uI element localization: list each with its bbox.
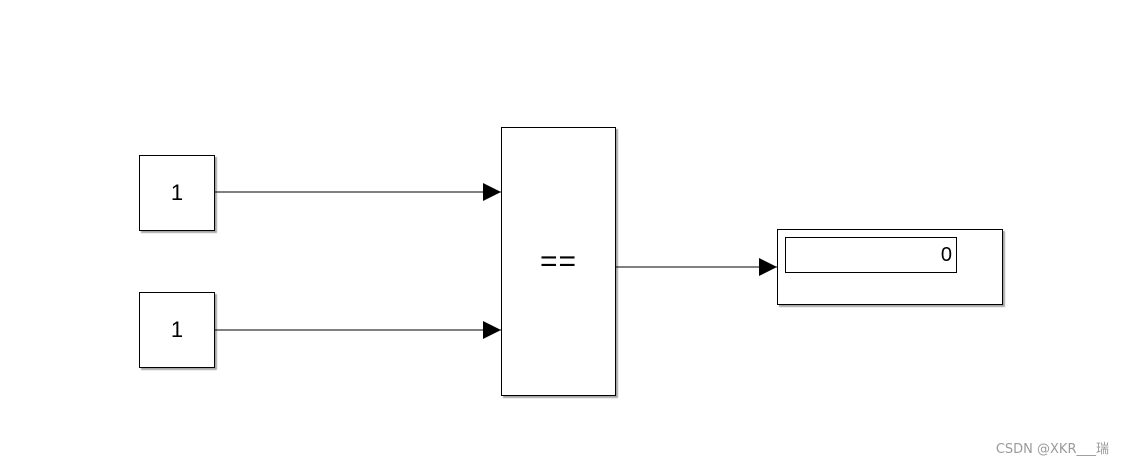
arrowhead-display-input — [759, 258, 777, 276]
arrowhead-bottom-input — [483, 321, 501, 339]
display-block[interactable]: 0 — [777, 229, 1003, 305]
constant-block-top-value: 1 — [170, 180, 184, 205]
watermark-text: CSDN @XKR___瑞 — [995, 442, 1109, 457]
constant-block-bottom-value: 1 — [170, 317, 184, 342]
display-readout: 0 — [785, 237, 957, 273]
arrowhead-top-input — [483, 183, 501, 201]
relational-operator-block[interactable]: == — [501, 127, 616, 396]
relational-operator-symbol: == — [539, 244, 578, 278]
constant-block-bottom[interactable]: 1 — [139, 292, 215, 368]
constant-block-top[interactable]: 1 — [139, 155, 215, 231]
